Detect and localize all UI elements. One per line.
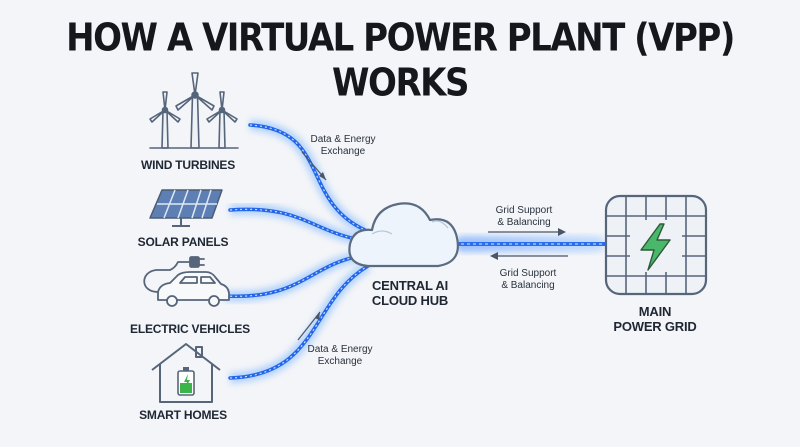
grid-support-arrow-right (488, 228, 566, 236)
annotation-exchange-top-line1: Data & Energy (310, 134, 376, 145)
hub-label-line1: CENTRAL AI (371, 278, 448, 293)
annotation-exchange-bottom-line1: Data & Energy (307, 344, 373, 355)
source-label-solar: SOLAR PANELS (137, 235, 229, 249)
page-title: HOW A VIRTUAL POWER PLANT (VPP) WORKS (66, 16, 735, 106)
annotation-grid-support-top-line1: Grid Support (495, 205, 553, 216)
source-label-wind: WIND TURBINES (140, 158, 236, 172)
annotation-grid-support-bottom-line1: Grid Support (499, 268, 557, 279)
flow-line-homes (228, 261, 371, 384)
hub-grid-flow-line (455, 236, 605, 252)
grid-support-arrow-left (490, 252, 568, 260)
annotation-exchange-top: Data & Energy Exchange (298, 134, 388, 158)
smart-home-icon (151, 343, 221, 403)
annotation-exchange-bottom: Data & Energy Exchange (295, 344, 385, 368)
annotation-grid-support-bottom: Grid Support & Balancing (488, 268, 568, 292)
cloud-icon (348, 202, 459, 268)
exchange-arrow-bottom (297, 311, 321, 341)
electric-vehicle-icon (143, 256, 230, 307)
solar-panel-icon (149, 189, 223, 227)
flow-line-ev (223, 250, 362, 302)
source-label-homes: SMART HOMES (139, 408, 227, 422)
source-label-ev: ELECTRIC VEHICLES (130, 322, 250, 336)
annotation-grid-support-top-line2: & Balancing (497, 217, 551, 228)
grid-label-line1: MAIN (638, 304, 672, 319)
grid-label: MAIN POWER GRID (595, 304, 715, 334)
wind-turbines-icon (149, 72, 239, 149)
annotation-exchange-bottom-line2: Exchange (317, 356, 363, 367)
grid-label-line2: POWER GRID (613, 319, 697, 334)
hub-label-line2: CLOUD HUB (371, 293, 449, 308)
source-flow-lines (223, 119, 371, 384)
exchange-arrow-top (301, 151, 327, 181)
annotation-exchange-top-line2: Exchange (320, 146, 366, 157)
flow-line-wind (248, 119, 368, 235)
hub-label: CENTRAL AI CLOUD HUB (360, 278, 460, 308)
power-grid-icon (604, 194, 708, 296)
annotation-grid-support-top: Grid Support & Balancing (484, 205, 564, 229)
flow-line-solar (228, 203, 362, 246)
annotation-grid-support-bottom-line2: & Balancing (501, 280, 555, 291)
